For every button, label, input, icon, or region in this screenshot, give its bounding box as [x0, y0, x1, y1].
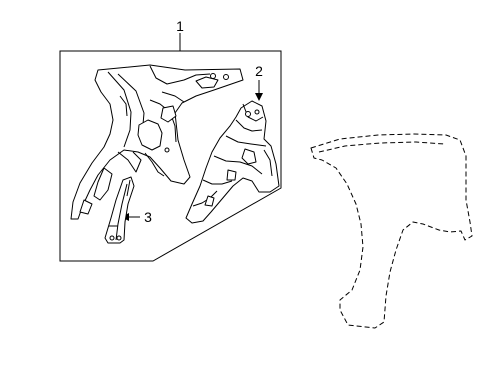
callout-1-label: 1	[176, 18, 184, 34]
callout-3-label: 3	[144, 209, 152, 225]
callout-2-label: 2	[255, 63, 263, 79]
inner-wheelhouse-panel	[70, 64, 244, 220]
rear-inner-bracket	[185, 100, 280, 224]
pillar-reinforcement	[104, 176, 135, 244]
assembly-frame	[59, 50, 282, 262]
quarter-panel-phantom	[310, 133, 473, 329]
callout-2-arrowhead	[255, 93, 263, 101]
